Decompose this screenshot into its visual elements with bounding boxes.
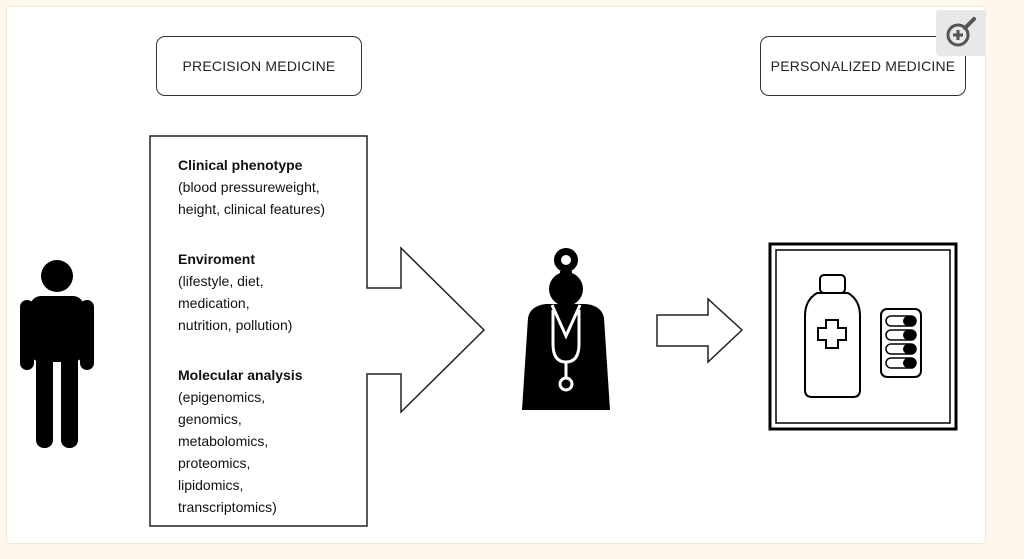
factors-arrow <box>149 135 486 527</box>
section-heading: Molecular analysis <box>178 367 303 383</box>
section-body-line: nutrition, pollution) <box>178 317 293 333</box>
section-body-line: (lifestyle, diet, <box>178 273 264 289</box>
section-body-line: medication, <box>178 295 250 311</box>
molecular-analysis-section: Molecular analysis (epigenomics, genomic… <box>178 364 368 518</box>
personalized-medicine-label: PERSONALIZED MEDICINE <box>760 36 966 96</box>
section-heading: Enviroment <box>178 251 256 267</box>
environment-section: Enviroment (lifestyle, diet, medication,… <box>178 248 368 336</box>
section-body-line: (blood pressureweight, <box>178 179 320 195</box>
doctor-icon <box>522 248 610 410</box>
section-body-line: lipidomics, <box>178 477 244 493</box>
section-body-line: metabolomics, <box>178 433 269 449</box>
small-arrow <box>656 297 744 364</box>
person-icon <box>20 260 94 448</box>
precision-medicine-label: PRECISION MEDICINE <box>156 36 362 96</box>
section-body-line: (epigenomics, <box>178 389 266 405</box>
section-body-line: transcriptomics) <box>178 499 277 515</box>
section-body-line: proteomics, <box>178 455 251 471</box>
medicine-icon <box>768 242 958 431</box>
clinical-phenotype-section: Clinical phenotype (blood pressureweight… <box>178 154 368 220</box>
section-heading: Clinical phenotype <box>178 157 303 173</box>
section-body-line: height, clinical features) <box>178 201 326 217</box>
zoom-button[interactable] <box>936 10 986 56</box>
zoom-in-icon <box>946 17 976 47</box>
section-body-line: genomics, <box>178 411 242 427</box>
